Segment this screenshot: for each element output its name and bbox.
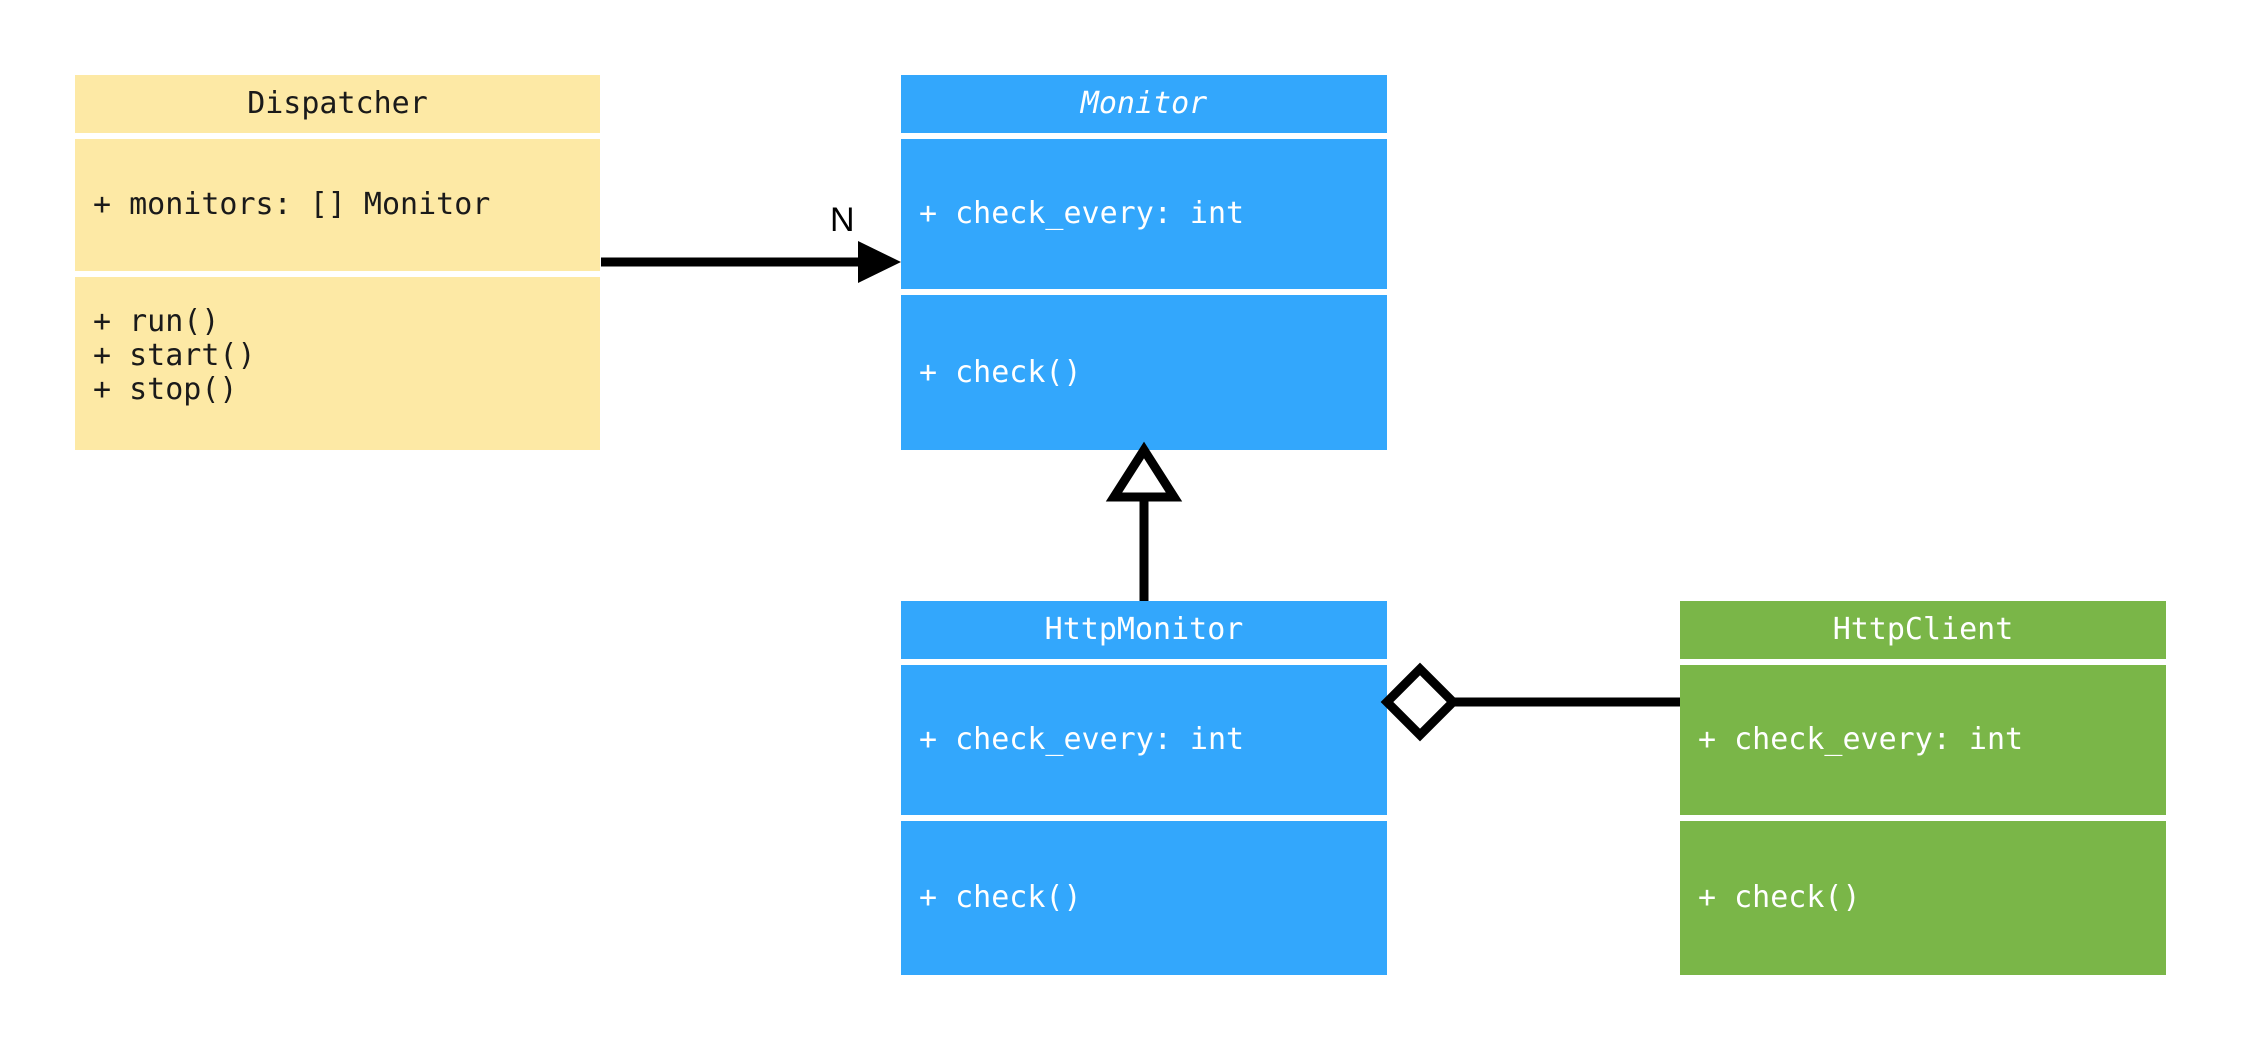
class-attribute: + monitors: [] Monitor	[93, 187, 491, 222]
compartment-divider	[75, 133, 600, 139]
class-method: + start()	[93, 338, 256, 373]
class-method: + check()	[919, 354, 1082, 390]
class-title-dispatcher: Dispatcher	[75, 75, 600, 133]
class-attributes-httpmonitor: + check_every: int	[901, 665, 1387, 815]
hollow-triangle-arrowhead-icon	[1105, 441, 1183, 502]
compartment-divider	[901, 289, 1387, 295]
class-attribute: + check_every: int	[1698, 722, 2024, 757]
compartment-divider	[901, 815, 1387, 821]
class-attributes-httpclient: + check_every: int	[1680, 665, 2166, 815]
compartment-divider	[1680, 815, 2166, 821]
class-methods-monitor: + check()	[901, 295, 1387, 450]
relation-httpmonitor-aggregates-httpclient	[1380, 662, 1680, 742]
class-method: + stop()	[93, 372, 238, 407]
class-box-monitor[interactable]: Monitor + check_every: int + check()	[901, 75, 1387, 450]
class-title-httpmonitor: HttpMonitor	[901, 601, 1387, 659]
class-attributes-dispatcher: + monitors: [] Monitor	[75, 139, 600, 271]
compartment-divider	[901, 133, 1387, 139]
class-title-httpclient: HttpClient	[1680, 601, 2166, 659]
class-title-monitor: Monitor	[901, 75, 1387, 133]
compartment-divider	[901, 659, 1387, 665]
class-attributes-monitor: + check_every: int	[901, 139, 1387, 289]
relation-dispatcher-to-monitor	[601, 241, 901, 283]
class-attribute: + check_every: int	[919, 722, 1245, 757]
class-method: + check()	[919, 880, 1082, 915]
class-method: + check()	[1698, 880, 1861, 915]
compartment-divider	[1680, 659, 2166, 665]
filled-arrowhead-icon	[858, 241, 901, 283]
compartment-divider	[75, 271, 600, 277]
class-box-httpclient[interactable]: HttpClient + check_every: int + check()	[1680, 601, 2166, 975]
class-methods-httpmonitor: + check()	[901, 821, 1387, 975]
multiplicity-label-n: N	[830, 201, 855, 239]
hollow-diamond-icon	[1380, 662, 1460, 742]
class-box-httpmonitor[interactable]: HttpMonitor + check_every: int + check()	[901, 601, 1387, 975]
class-methods-dispatcher: + run() + start() + stop()	[75, 277, 600, 450]
class-box-dispatcher[interactable]: Dispatcher + monitors: [] Monitor + run(…	[75, 75, 600, 450]
class-attribute: + check_every: int	[919, 196, 1245, 231]
class-methods-httpclient: + check()	[1680, 821, 2166, 975]
class-method: + run()	[93, 304, 220, 339]
relation-httpmonitor-inherits-monitor	[1105, 441, 1183, 601]
